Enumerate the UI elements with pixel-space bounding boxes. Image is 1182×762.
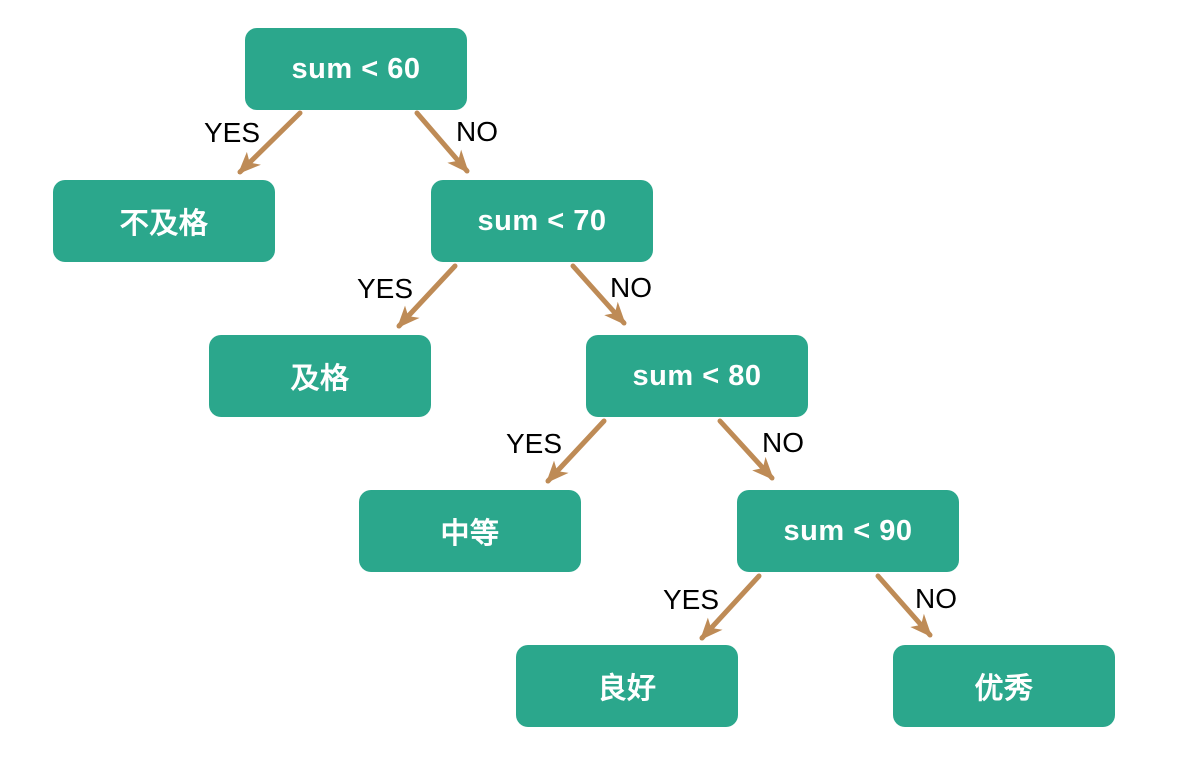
node-result-medium: 中等 (359, 490, 581, 572)
node-condition-sum-lt-90: sum < 90 (737, 490, 959, 572)
edge-label-yes-sum90-good: YES (663, 584, 720, 615)
edge-label-no-sum60-sum70: NO (456, 116, 498, 147)
node-result-fail: 不及格 (53, 180, 275, 262)
edge-label-yes-sum80-medium: YES (506, 428, 563, 459)
node-condition-sum-lt-80: sum < 80 (586, 335, 808, 417)
node-label: sum < 60 (291, 52, 421, 85)
edge-label-no-sum90-excellent: NO (915, 583, 957, 614)
node-result-pass: 及格 (209, 335, 431, 417)
node-label: 不及格 (119, 208, 209, 240)
node-label: 中等 (440, 518, 500, 550)
node-label: sum < 90 (783, 514, 913, 547)
edge-label-no-sum70-sum80: NO (610, 272, 652, 303)
node-label: sum < 70 (477, 204, 607, 237)
edge-label-no-sum80-sum90: NO (762, 427, 804, 458)
node-label: 及格 (290, 363, 350, 395)
edge-label-yes-sum60-fail: YES (204, 117, 261, 148)
edge-label-yes-sum70-pass: YES (357, 273, 414, 304)
node-result-excellent: 优秀 (893, 645, 1115, 727)
node-condition-sum-lt-60: sum < 60 (245, 28, 467, 110)
node-label: 优秀 (974, 673, 1034, 705)
node-label: sum < 80 (632, 359, 762, 392)
node-result-good: 良好 (516, 645, 738, 727)
node-label: 良好 (597, 673, 657, 705)
node-condition-sum-lt-70: sum < 70 (431, 180, 653, 262)
